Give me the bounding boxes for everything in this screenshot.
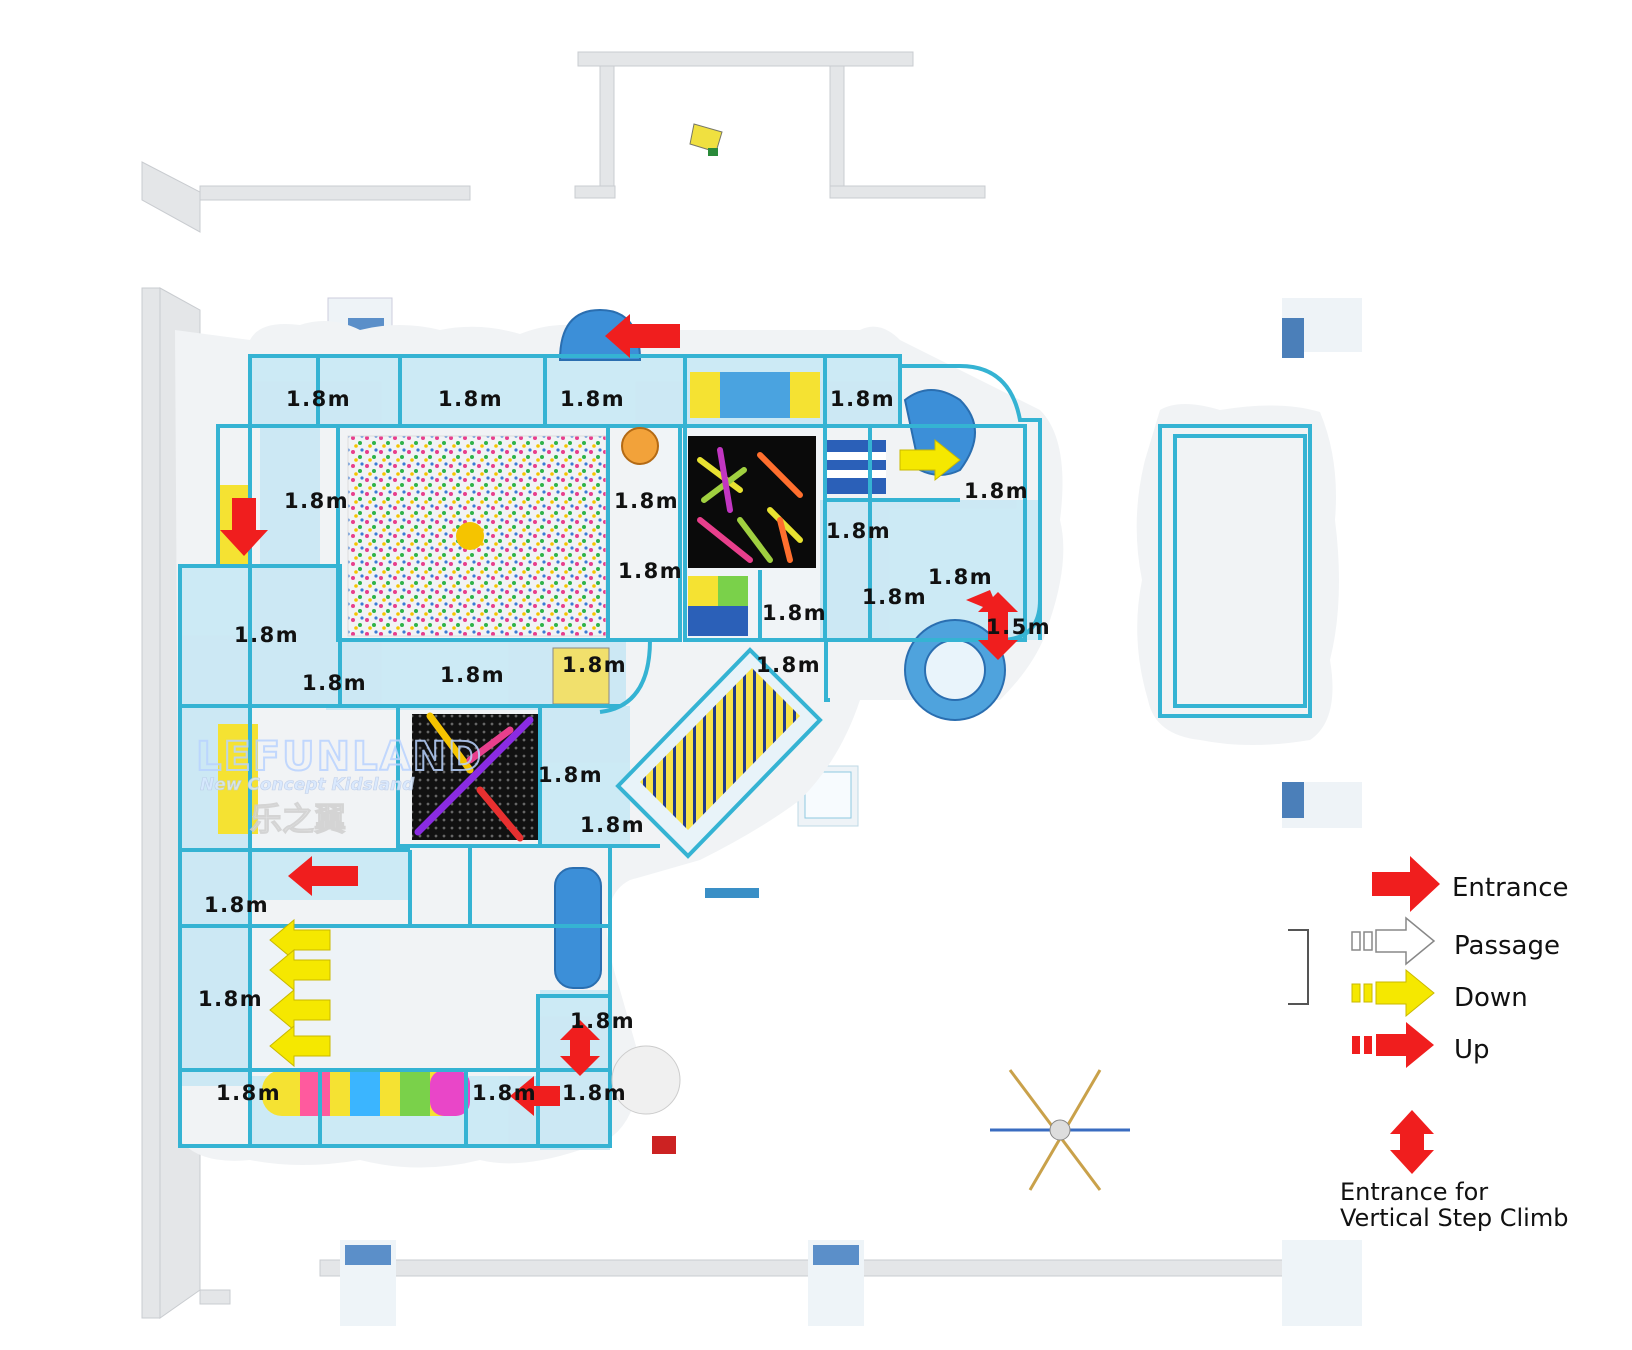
height-label: 1.8m [830, 387, 895, 411]
height-label: 1.8m [438, 387, 503, 411]
height-label: 1.8m [216, 1081, 281, 1105]
height-label: 1.8m [964, 479, 1029, 503]
legend-passage-label: Passage [1454, 931, 1560, 961]
vertical-climb-arrow-icon [1390, 1110, 1434, 1174]
up-arrow-icon [1352, 1022, 1434, 1068]
height-label: 1.5m [986, 615, 1051, 639]
lefunland-logo: LEFUNLAND New Concept Kidsland 乐之翼 [195, 733, 483, 839]
legend: Entrance Passage Down Up [1288, 856, 1569, 1232]
height-label: 1.8m [562, 1081, 627, 1105]
height-label: 1.8m [570, 1009, 635, 1033]
height-label: 1.8m [862, 585, 927, 609]
height-label: 1.8m [928, 565, 993, 589]
entrance-arrow-bottom [510, 1076, 560, 1116]
entrance-arrow-mid [288, 856, 358, 896]
playground-structure [178, 308, 1312, 1154]
height-label: 1.8m [614, 489, 679, 513]
legend-vertical-climb: Entrance for Vertical Step Climb [1340, 1110, 1568, 1232]
height-label: 1.8m [756, 653, 821, 677]
ceiling-ornament [990, 1069, 1130, 1191]
ladder-ramp [615, 647, 823, 859]
height-label: 1.8m [302, 671, 367, 695]
height-label: 1.8m [286, 387, 351, 411]
logo-tagline: New Concept Kidsland [200, 775, 415, 795]
legend-entrance-label: Entrance [1452, 873, 1569, 903]
legend-up: Up [1352, 1022, 1490, 1068]
legend-down: Down [1351, 968, 1528, 1018]
height-label: 1.8m [284, 489, 349, 513]
height-label: 1.8m [580, 813, 645, 837]
legend-bracket [1288, 929, 1309, 1005]
height-label: 1.8m [762, 601, 827, 625]
climbing-net-top [688, 436, 816, 568]
entrance-arrow-top [605, 314, 680, 358]
height-label: 1.8m [538, 763, 603, 787]
down-arrow-icon [1351, 968, 1435, 1018]
logo-name: LEFUNLAND [196, 734, 483, 780]
legend-vertical-line2: Vertical Step Climb [1340, 1204, 1568, 1232]
crawl-tunnel [262, 1070, 470, 1116]
legend-vertical-line1: Entrance for [1340, 1178, 1488, 1206]
height-label: 1.8m [618, 559, 683, 583]
height-label: 1.8m [472, 1081, 537, 1105]
logo-chinese: 乐之翼 [250, 800, 346, 838]
passage-arrow-icon [1351, 916, 1436, 966]
legend-down-label: Down [1454, 983, 1528, 1013]
legend-up-label: Up [1454, 1035, 1490, 1065]
height-label: 1.8m [440, 663, 505, 687]
down-arrows [269, 438, 961, 1068]
legend-entrance: Entrance [1372, 856, 1569, 912]
legend-passage: Passage [1351, 916, 1560, 966]
height-label: 1.8m [560, 387, 625, 411]
height-label: 1.8m [204, 893, 269, 917]
entrance-arrow-icon [1372, 856, 1440, 912]
height-label: 1.8m [562, 653, 627, 677]
small-toy [689, 123, 723, 156]
height-label: 1.8m [826, 519, 891, 543]
plan-arrows [220, 314, 1018, 1116]
height-label: 1.8m [234, 623, 299, 647]
height-labels: 1.8m 1.8m 1.8m 1.8m 1.8m 1.8m 1.8m 1.8m … [198, 387, 1051, 1105]
entrance-arrow-left [220, 498, 268, 556]
height-label: 1.8m [198, 987, 263, 1011]
columns [327, 297, 1362, 1326]
